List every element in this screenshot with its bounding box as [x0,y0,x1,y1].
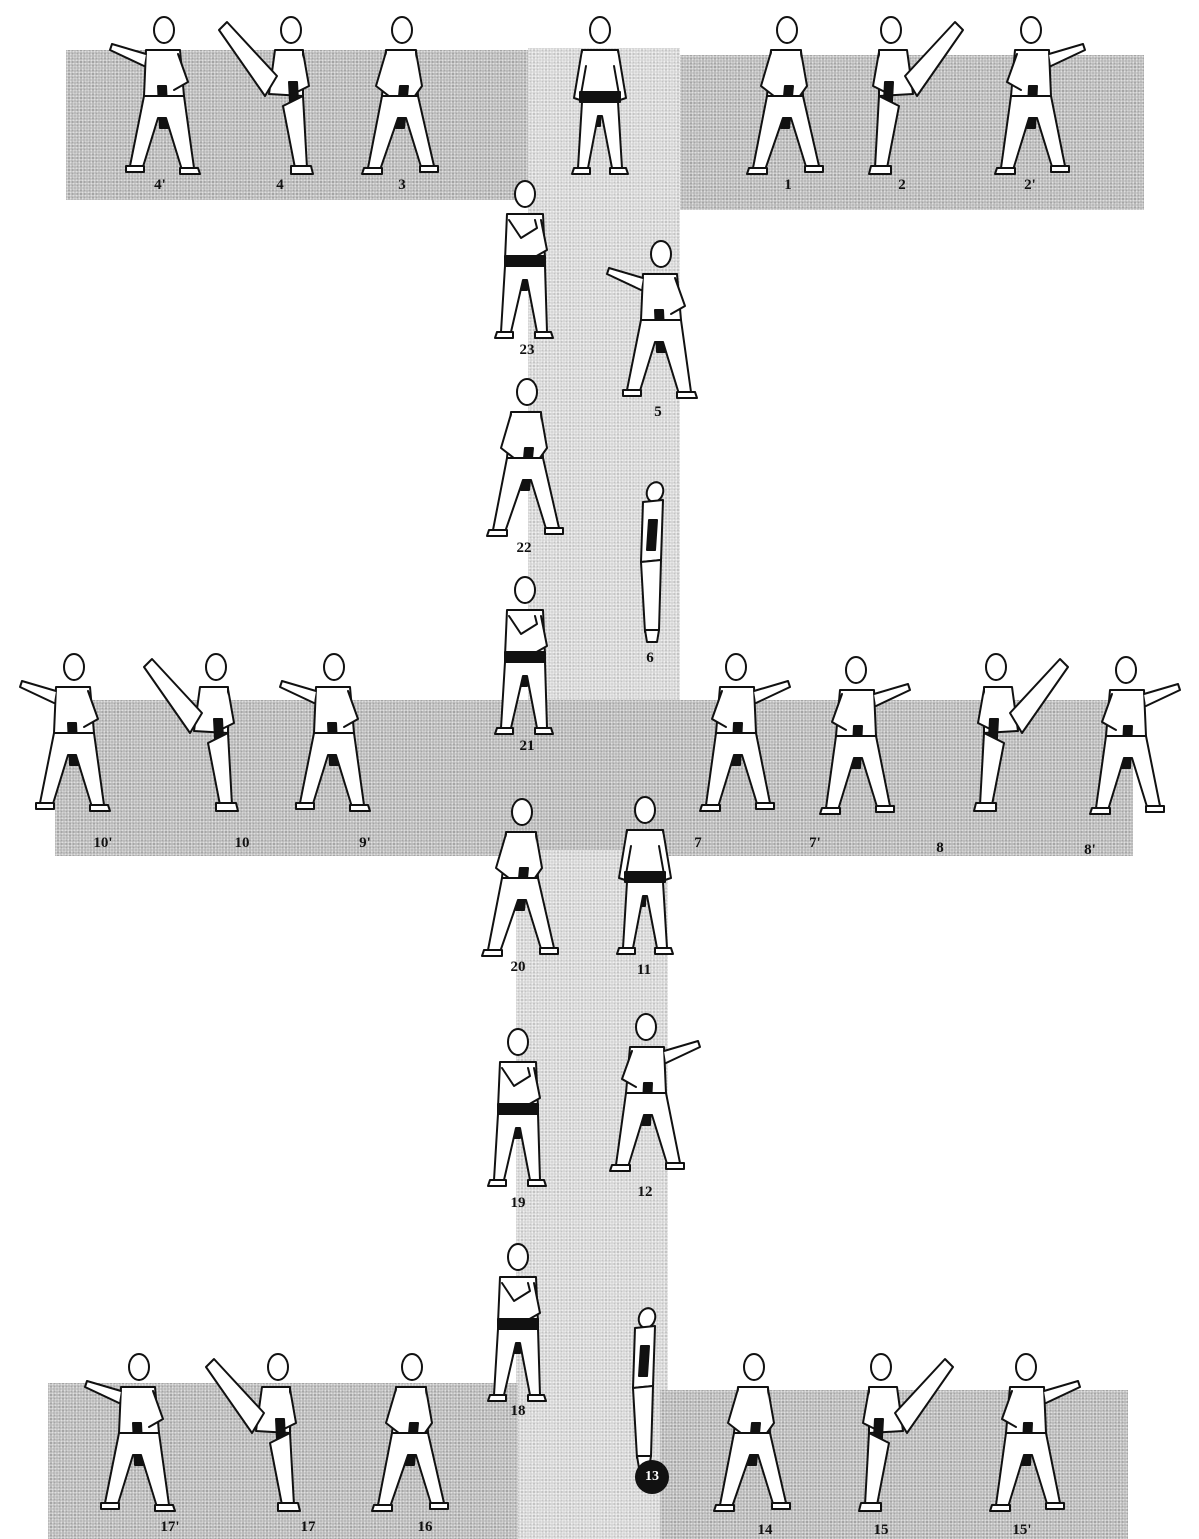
figure-6 [593,472,713,647]
figure-label-23: 23 [520,342,535,359]
figure-19 [458,1020,578,1195]
figure-9p [270,645,390,820]
figure-label-10p: 10' [93,835,112,852]
figure-label-20: 20 [511,959,526,976]
figure-label-22: 22 [517,540,532,557]
figure-label-9p: 9' [359,835,371,852]
figure-label-4p: 4' [154,177,166,194]
figure-label-16: 16 [418,1519,433,1536]
figure-start [540,8,660,183]
figure-label-1: 1 [784,177,792,194]
figure-label-2: 2 [898,177,906,194]
figure-label-17p: 17' [160,1519,179,1536]
figure-label-7p: 7' [809,835,821,852]
figure-label-11: 11 [637,962,651,979]
figure-4 [215,8,335,183]
figure-3 [340,8,460,183]
figure-10 [140,645,260,820]
figure-label-18: 18 [511,1403,526,1420]
figure-17 [202,1345,322,1520]
figure-5 [597,232,717,407]
figure-8 [950,645,1070,820]
figure-21 [465,568,585,743]
figure-label-19: 19 [511,1195,526,1212]
figure-label-15p: 15' [1012,1522,1031,1539]
figure-label-5: 5 [654,404,662,421]
figure-17p [75,1345,195,1520]
figure-10p [10,645,130,820]
figure-15 [835,1345,955,1520]
figure-13 [585,1298,705,1473]
figure-label-2p: 2' [1024,177,1036,194]
figure-18 [458,1235,578,1410]
figure-label-6: 6 [646,650,654,667]
figure-23 [465,172,585,347]
figure-label-10: 10 [235,835,250,852]
figure-2 [845,8,965,183]
end-marker-label: 13 [645,1469,659,1485]
figure-label-15: 15 [874,1522,889,1539]
figure-label-8: 8 [936,840,944,857]
figure-8p [1070,648,1190,823]
figure-label-4: 4 [276,177,284,194]
figure-14 [692,1345,812,1520]
figure-11 [585,788,705,963]
figure-1 [725,8,845,183]
figure-label-8p: 8' [1084,842,1096,859]
figure-20 [460,790,580,965]
end-marker: 13 [635,1460,669,1494]
figure-2p [975,8,1095,183]
figure-label-12: 12 [638,1184,653,1201]
figure-label-21: 21 [520,738,535,755]
figure-label-17: 17 [301,1519,316,1536]
figure-label-14: 14 [758,1522,773,1539]
figure-16 [350,1345,470,1520]
figure-22 [465,370,585,545]
figure-label-3: 3 [398,177,406,194]
figure-12 [590,1005,710,1180]
figure-4p [100,8,220,183]
figure-15p [970,1345,1090,1520]
figure-7p [800,648,920,823]
